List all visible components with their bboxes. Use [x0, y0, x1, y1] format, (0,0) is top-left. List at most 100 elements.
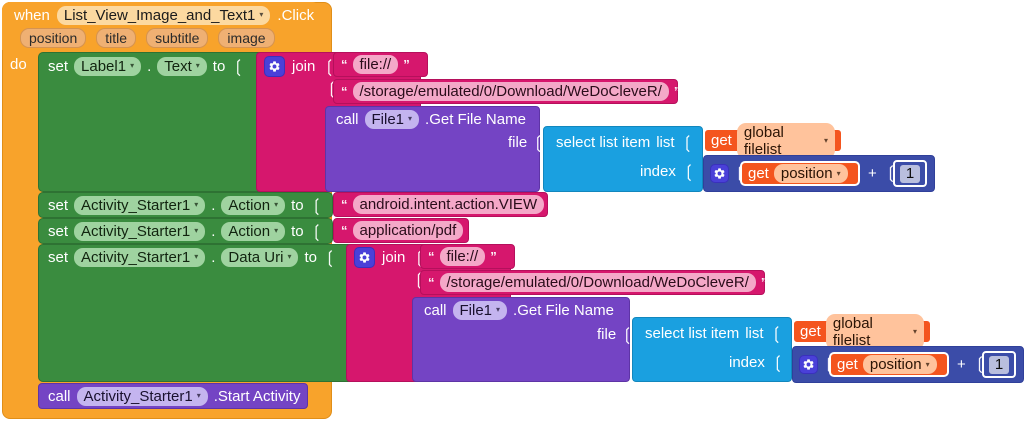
component-dropdown-activitystarter-4[interactable]: Activity_Starter1 ▾	[76, 386, 208, 406]
set-keyword: set	[48, 248, 69, 266]
text-field-mime-type[interactable]: application/pdf	[352, 221, 464, 240]
component-dropdown-file1[interactable]: File1 ▾	[364, 109, 420, 129]
gear-icon[interactable]	[799, 355, 818, 374]
number-field[interactable]: 1	[988, 355, 1010, 374]
join-2-header: join ❲	[354, 247, 427, 268]
text-literal-file-scheme-1[interactable]: “ file:// ”	[333, 52, 428, 77]
text-field-file-scheme[interactable]: file://	[352, 55, 399, 74]
event-param-subtitle[interactable]: subtitle	[146, 28, 209, 48]
event-param-position[interactable]: position	[20, 28, 87, 48]
component-dropdown-label1[interactable]: Label1 ▾	[74, 56, 142, 76]
event-header-row: when List_View_Image_and_Text1 ▾ .Click	[14, 4, 314, 26]
event-param-title[interactable]: title	[96, 28, 137, 48]
event-params-row: position title subtitle image	[20, 28, 275, 48]
to-keyword: to	[304, 248, 317, 266]
to-keyword: to	[291, 196, 304, 214]
close-quote: ”	[468, 223, 475, 238]
property-dropdown-datauri[interactable]: Data Uri ▾	[221, 247, 299, 267]
text-field-download-path-2[interactable]: /storage/emulated/0/Download/WeDoCleveR/	[439, 273, 756, 292]
gear-icon[interactable]	[354, 247, 375, 268]
chevron-down-icon: ▾	[130, 61, 135, 70]
gear-icon[interactable]	[264, 56, 285, 77]
socket-plug: ❲	[322, 247, 338, 267]
text-field-download-path[interactable]: /storage/emulated/0/Download/WeDoCleveR/	[352, 82, 669, 101]
component-dropdown-activitystarter-2[interactable]: Activity_Starter1 ▾	[74, 221, 206, 241]
text-literal-file-scheme-2[interactable]: “ file:// ”	[420, 244, 515, 269]
chevron-down-icon: ▾	[925, 359, 930, 369]
call-file1-file-socket-1: file ❲	[508, 133, 545, 151]
chevron-down-icon: ▾	[836, 168, 841, 178]
component-dropdown-activitystarter-1[interactable]: Activity_Starter1 ▾	[74, 195, 206, 215]
component-dropdown-activitystarter-3[interactable]: Activity_Starter1 ▾	[74, 247, 206, 267]
get-keyword: get	[711, 132, 732, 149]
number-block-one-1[interactable]: 1	[893, 160, 927, 187]
dot-separator: .	[211, 248, 216, 266]
select-list-item-label: select list item	[556, 133, 651, 151]
file-socket-label: file	[597, 325, 617, 343]
property-dropdown-action-1[interactable]: Action ▾	[221, 195, 286, 215]
component-dropdown-file1-2[interactable]: File1 ▾	[452, 300, 508, 320]
select-list-item-index-row-1: index ❲	[640, 161, 696, 181]
chevron-down-icon: ▾	[496, 305, 501, 314]
socket-plug: ❲	[231, 56, 246, 76]
close-quote: ”	[549, 197, 556, 212]
number-block-one-2[interactable]: 1	[982, 351, 1016, 378]
select-list-item-list-row-1: select list item list ❲	[556, 132, 695, 152]
call-file1-getfilename-1[interactable]	[325, 106, 540, 192]
event-param-image[interactable]: image	[218, 28, 275, 48]
text-literal-intent-action[interactable]: “ android.intent.action.VIEW ”	[333, 192, 556, 217]
call-file1-file-socket-2: file ❲	[597, 325, 634, 343]
text-literal-download-path-1[interactable]: “ /storage/emulated/0/Download/WeDoCleve…	[333, 79, 680, 104]
get-position-1[interactable]: get position ▾	[740, 161, 860, 186]
method-startactivity-label: .Start Activity	[213, 387, 301, 405]
call-file1-header-1: call File1 ▾ .Get File Name	[336, 109, 526, 129]
set-activitystarter-datauri-block[interactable]	[38, 244, 358, 382]
get-global-filelist-1[interactable]: get global filelist ▾	[703, 122, 843, 159]
close-quote: ”	[490, 249, 497, 264]
number-field[interactable]: 1	[899, 164, 921, 183]
plus-operator-1: +	[868, 165, 877, 182]
select-list-item-list-row-2: select list item list ❲	[645, 323, 784, 343]
file-socket-label: file	[508, 133, 528, 151]
dot-separator: .	[147, 57, 152, 75]
call-keyword: call	[48, 387, 71, 405]
get-position-2[interactable]: get position ▾	[829, 352, 949, 377]
set-label1-text-row: set Label1 ▾ . Text ▾ to ❲	[48, 56, 246, 76]
set-label1-text-block[interactable]	[38, 52, 268, 192]
close-quote: ”	[760, 275, 768, 290]
call-keyword: call	[336, 110, 359, 128]
property-dropdown-text[interactable]: Text ▾	[157, 56, 207, 76]
chevron-down-icon: ▾	[194, 226, 199, 235]
do-label: do	[10, 56, 27, 73]
index-socket-label: index	[640, 162, 676, 180]
text-literal-download-path-2[interactable]: “ /storage/emulated/0/Download/WeDoCleve…	[420, 270, 768, 295]
variable-dropdown-global-filelist-2[interactable]: global filelist ▾	[825, 313, 924, 350]
text-literal-mime-type[interactable]: “ application/pdf ”	[333, 218, 475, 243]
select-list-item-block-1[interactable]	[543, 126, 703, 192]
text-field-file-scheme-2[interactable]: file://	[439, 247, 486, 266]
variable-dropdown-position-2[interactable]: position ▾	[862, 355, 937, 374]
open-quote: “	[341, 197, 348, 212]
to-keyword: to	[212, 57, 226, 75]
chevron-down-icon: ▾	[287, 252, 292, 261]
call-file1-getfilename-2[interactable]	[412, 297, 630, 382]
open-quote: “	[428, 249, 435, 264]
open-quote: “	[341, 57, 348, 72]
get-global-filelist-2[interactable]: get global filelist ▾	[792, 313, 932, 350]
variable-dropdown-position[interactable]: position ▾	[773, 164, 848, 183]
property-dropdown-action-2[interactable]: Action ▾	[221, 221, 286, 241]
socket-plug: ❲	[620, 324, 635, 344]
gear-icon[interactable]	[710, 164, 729, 183]
socket-plug: ❲	[680, 132, 695, 152]
socket-plug: ❲	[309, 195, 324, 215]
select-list-item-block-2[interactable]	[632, 317, 792, 382]
dot-separator: .	[211, 196, 216, 214]
component-dropdown-listview[interactable]: List_View_Image_and_Text1 ▾	[56, 5, 271, 25]
chevron-down-icon: ▾	[259, 10, 264, 19]
variable-dropdown-global-filelist[interactable]: global filelist ▾	[736, 122, 835, 159]
text-field-intent-action[interactable]: android.intent.action.VIEW	[352, 195, 545, 214]
set-keyword: set	[48, 222, 69, 240]
call-startactivity-row: call Activity_Starter1 ▾ .Start Activity	[48, 386, 300, 406]
close-quote: ”	[403, 57, 410, 72]
